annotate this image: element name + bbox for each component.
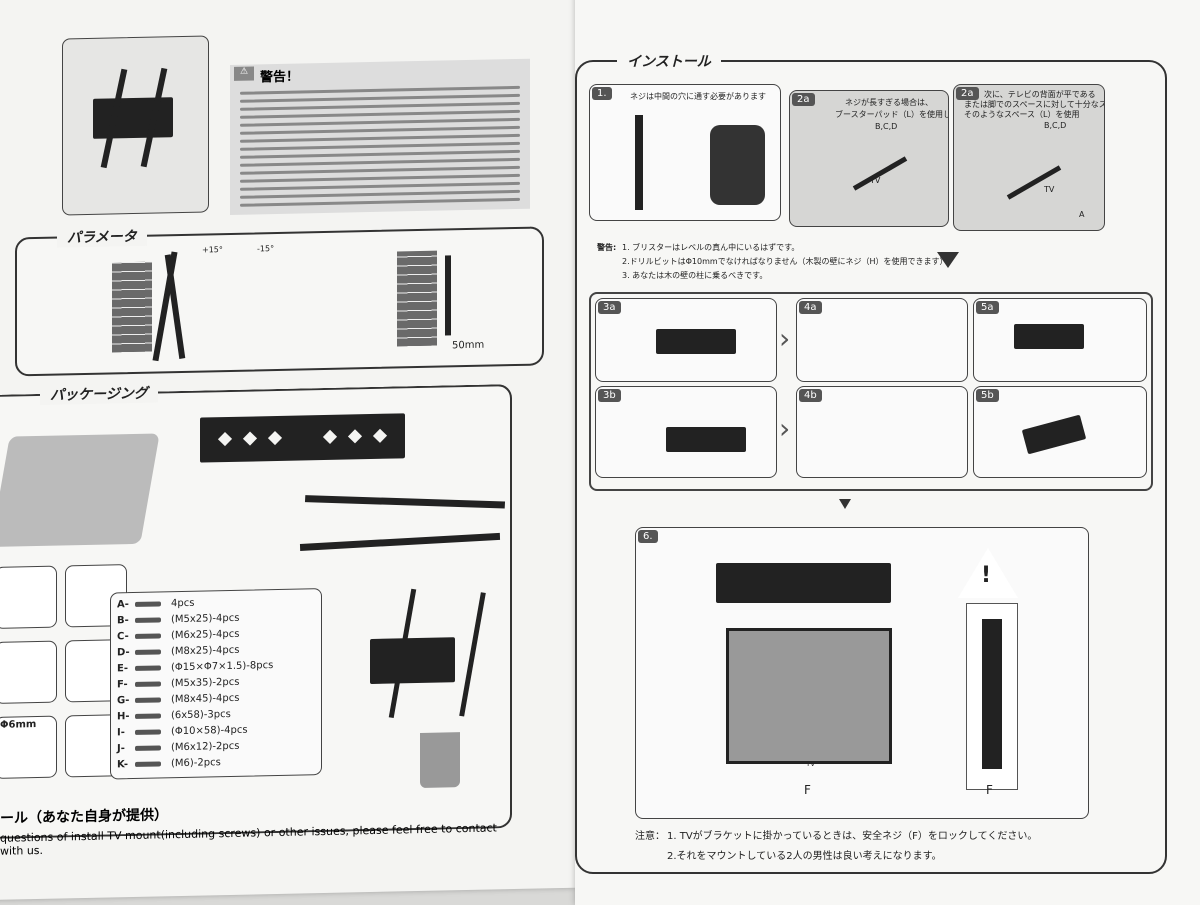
arrow-down-icon [839, 499, 851, 509]
part-row: F-(M5x35)-2pcs [117, 676, 240, 691]
tilt-label-b: -15° [257, 244, 275, 254]
drill-size-label: Φ6mm [0, 719, 37, 731]
steps-3-5-frame: 3a 3b › › 4a 4b 5a 5b [589, 292, 1153, 491]
note-label: 注意： [635, 831, 665, 842]
note-2: 2.それをマウントしている2人の男性は良い考えになります。 [667, 851, 942, 862]
step-3b: 3b [595, 386, 777, 478]
warning-block: 警告！ ⚠ [230, 58, 530, 215]
install-title: インストール [617, 51, 721, 71]
right-sheet: インストール 1. ネジは中間の穴に通す必要があります 2a ネジが長すぎる場合… [575, 0, 1200, 905]
tv-image [726, 628, 892, 764]
distance-label: 50mm [452, 339, 485, 352]
tool-pencil [0, 640, 57, 704]
tools-title: ール（あなた自身が提供） [0, 807, 168, 827]
wall-plate-image [200, 413, 405, 463]
warning-icon: ⚠ [234, 66, 254, 81]
warning-2: 2.ドリルビットはΦ10mmでなければなりません（木製の壁にネジ（H）を使用でき… [622, 257, 948, 266]
part-row: A-4pcs [117, 597, 195, 611]
trash-bin-icon [420, 732, 460, 788]
arrow-down-icon [937, 252, 959, 268]
step-6: 6. TV F ! F [635, 527, 1089, 819]
warning-title: 警告！ [260, 69, 300, 86]
wall-illustration-2 [397, 250, 437, 347]
left-sheet: 警告！ ⚠ パラメータ +15° -15° 50mm パッケージング Φ6m [0, 0, 575, 901]
note-1: 1. TVがブラケットに掛かっているときは、安全ネジ（F）をロックしてください。 [667, 831, 1038, 842]
parameters-title: パラメータ [57, 225, 147, 248]
part-row: I-(Φ10×58)-4pcs [117, 724, 248, 739]
bracket-image [93, 97, 173, 139]
tool-drill-bit: Φ6mm [0, 715, 57, 779]
step-4a: 4a [796, 298, 968, 382]
step-5a: 5a [973, 298, 1147, 382]
warning-text-lines [240, 81, 520, 212]
arm-image-1 [304, 495, 506, 509]
step-1-text: ネジは中間の穴に通す必要があります [630, 92, 766, 101]
parameters-panel: パラメータ +15° -15° 50mm [15, 225, 544, 377]
case-illustration [0, 433, 160, 547]
tool-level [0, 565, 57, 629]
step-5b: 5b [973, 386, 1147, 478]
packaging-title: パッケージング [40, 382, 158, 405]
step-2b: 2a 次に、テレビの背面が平である または脚でのスペースに対して十分なス そのよ… [953, 84, 1105, 231]
warning-triangle-icon [958, 548, 1018, 598]
install-panel: インストール 1. ネジは中間の穴に通す必要があります 2a ネジが長すぎる場合… [575, 51, 1167, 874]
part-row: D-(M8x25)-4pcs [117, 644, 240, 659]
step-2a: 2a ネジが長すぎる場合は、 ブースターパッド（L）を使用し B,C,D TV [789, 90, 949, 227]
assembled-mount-image [370, 637, 455, 685]
tilt-label-a: +15° [202, 245, 223, 255]
safety-screw-detail-label: F [986, 783, 993, 797]
exclamation-icon: ! [981, 563, 992, 588]
step-1: 1. ネジは中間の穴に通す必要があります [589, 84, 781, 221]
part-row: E-(Φ15×Φ7×1.5)-8pcs [117, 660, 274, 675]
chevron-right-icon: › [779, 412, 791, 445]
part-row: J-(M6x12)-2pcs [117, 740, 240, 755]
warning-1: 1. ブリスターはレベルの真ん中にいるはずです。 [622, 243, 800, 252]
warning-3: 3. あなたは木の壁の柱に乗るべきです。 [622, 271, 768, 280]
wall-plate-image [716, 563, 891, 603]
step-4b: 4b [796, 386, 968, 478]
chevron-right-icon: › [779, 322, 791, 355]
packaging-panel: パッケージング Φ6mm A-4pcs B-(M5x25)-4pcs C-(M6… [0, 382, 512, 839]
part-row: C-(M6x25)-4pcs [117, 628, 240, 643]
parts-list: A-4pcs B-(M5x25)-4pcs C-(M6x25)-4pcs D-(… [110, 588, 322, 780]
arm-image-2 [299, 532, 501, 551]
part-row: H-(6x58)-3pcs [117, 708, 231, 723]
part-row: G-(M8x45)-4pcs [117, 692, 240, 707]
detail-panel [966, 603, 1018, 790]
step-3a: 3a [595, 298, 777, 382]
warning-label: 警告: [597, 243, 617, 252]
tv-label: TV [806, 760, 816, 768]
part-row: K-(M6)-2pcs [117, 757, 221, 771]
safety-screw-label: F [804, 783, 811, 797]
product-image-box [62, 35, 209, 216]
part-row: B-(M5x25)-4pcs [117, 612, 240, 627]
wall-illustration-1 [112, 261, 152, 353]
